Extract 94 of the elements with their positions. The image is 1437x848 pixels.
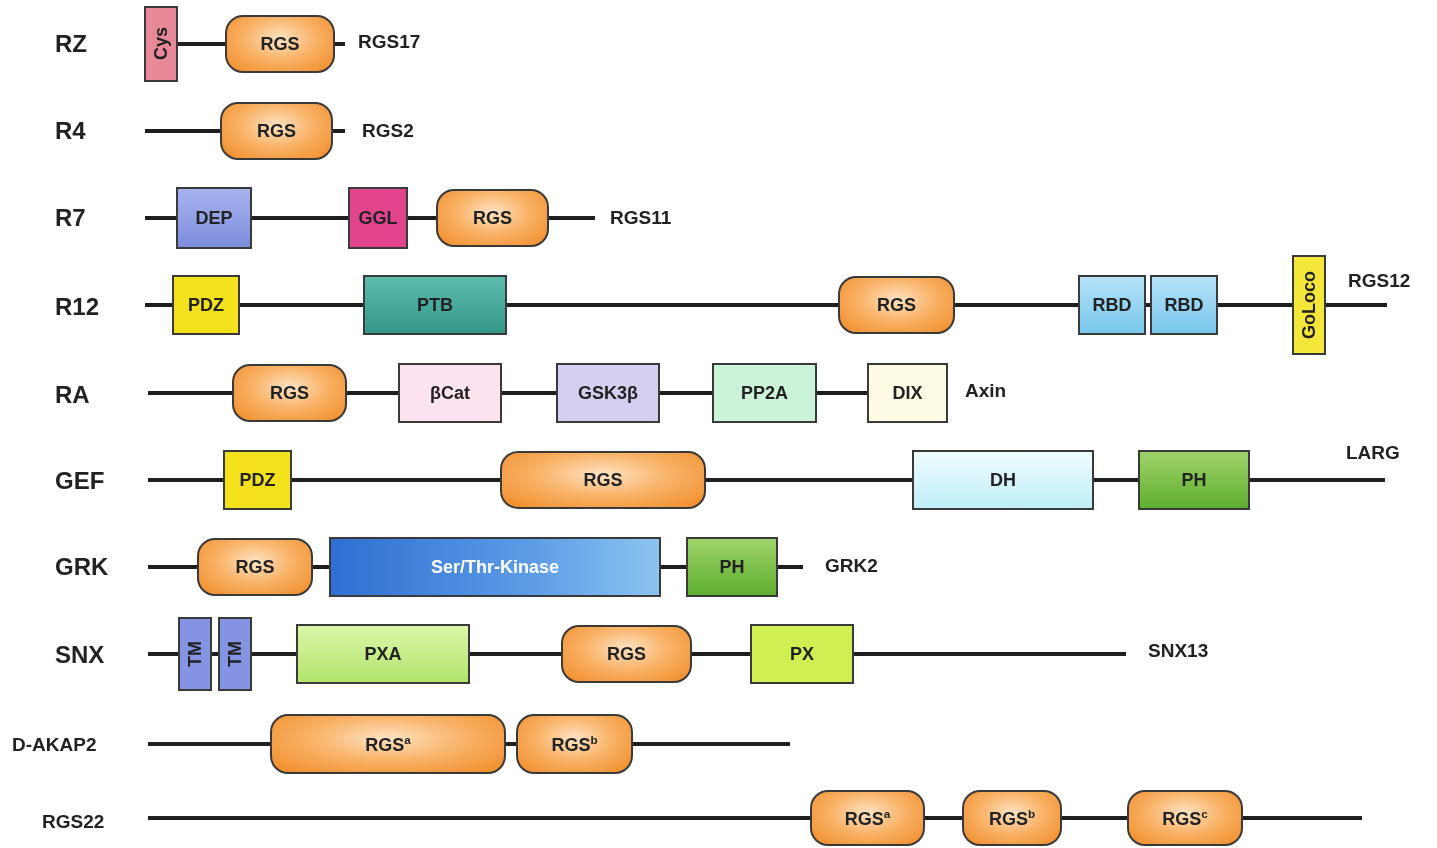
protein-backbone-line — [1243, 816, 1362, 820]
rgs-domain-box: RGS — [500, 451, 706, 509]
rgs-domain-box: RGS — [561, 625, 692, 683]
protein-name-label: RGS2 — [362, 120, 414, 142]
protein-name-label: RGS22 — [42, 811, 105, 833]
protein-name-label: GRK2 — [825, 555, 878, 577]
protein-backbone-line — [925, 816, 962, 820]
domain-box: βCat — [398, 363, 502, 423]
protein-backbone-line — [335, 42, 345, 46]
protein-backbone-line — [660, 391, 712, 395]
rgs-domain-box: RGS$^{b}$ — [516, 714, 633, 774]
domain-box: PDZ — [172, 275, 240, 335]
rgs-domain-box: RGS$^{a}$ — [270, 714, 506, 774]
family-label: GRK — [55, 553, 109, 581]
protein-name-label: SNX13 — [1148, 640, 1209, 662]
family-label: SNX — [55, 641, 105, 669]
family-label: R4 — [55, 117, 86, 145]
protein-backbone-line — [145, 303, 172, 307]
rgs-domain-box: RGS — [220, 102, 333, 160]
protein-backbone-line — [507, 303, 838, 307]
protein-backbone-line — [408, 216, 436, 220]
protein-backbone-line — [706, 478, 912, 482]
protein-backbone-line — [502, 391, 556, 395]
family-label: GEF — [55, 467, 105, 495]
protein-backbone-line — [1062, 816, 1127, 820]
domain-box: TM — [178, 617, 212, 691]
domain-box: PX — [750, 624, 854, 684]
rgs-domain-box: RGS — [436, 189, 549, 247]
protein-backbone-line — [145, 129, 220, 133]
domain-box: Ser/Thr-Kinase — [329, 537, 661, 597]
protein-backbone-line — [817, 391, 867, 395]
rgs-domain-box: RGS$^{a}$ — [810, 790, 925, 846]
protein-backbone-line — [854, 652, 1126, 656]
protein-backbone-line — [252, 652, 296, 656]
protein-backbone-line — [1250, 478, 1385, 482]
protein-backbone-line — [145, 216, 176, 220]
protein-backbone-line — [212, 652, 218, 656]
domain-box: DIX — [867, 363, 948, 423]
protein-backbone-line — [148, 565, 197, 569]
protein-backbone-line — [313, 565, 329, 569]
protein-backbone-line — [292, 478, 500, 482]
protein-backbone-line — [633, 742, 790, 746]
family-label: R12 — [55, 293, 100, 321]
domain-box: GoLoco — [1292, 255, 1326, 355]
protein-backbone-line — [506, 742, 516, 746]
rgs-domain-box: RGS — [225, 15, 335, 73]
domain-box: PH — [1138, 450, 1250, 510]
protein-backbone-line — [252, 216, 348, 220]
family-label: RA — [55, 381, 90, 409]
domain-box: PTB — [363, 275, 507, 335]
protein-backbone-line — [178, 42, 225, 46]
domain-box: RBD — [1150, 275, 1218, 335]
rgs-domain-box: RGS — [838, 276, 955, 334]
domain-box: RBD — [1078, 275, 1146, 335]
protein-backbone-line — [148, 391, 232, 395]
protein-backbone-line — [1146, 303, 1150, 307]
domain-box: DEP — [176, 187, 252, 249]
protein-backbone-line — [1326, 303, 1387, 307]
protein-backbone-line — [661, 565, 686, 569]
rgs-domain-box: RGS$^{b}$ — [962, 790, 1062, 846]
protein-name-label: RGS12 — [1348, 270, 1411, 292]
domain-box: PP2A — [712, 363, 817, 423]
domain-box: PH — [686, 537, 778, 597]
domain-box: TM — [218, 617, 252, 691]
protein-backbone-line — [692, 652, 750, 656]
protein-name-label: D-AKAP2 — [12, 734, 97, 756]
domain-box: DH — [912, 450, 1094, 510]
rgs-domain-box: RGS — [197, 538, 313, 596]
domain-box: Cys — [144, 6, 178, 82]
domain-box: PDZ — [223, 450, 292, 510]
protein-backbone-line — [148, 478, 223, 482]
protein-name-label: RGS11 — [610, 207, 672, 229]
protein-backbone-line — [148, 816, 810, 820]
protein-backbone-line — [1218, 303, 1292, 307]
family-label: R7 — [55, 204, 86, 232]
protein-name-label: LARG — [1346, 442, 1400, 464]
domain-box: PXA — [296, 624, 470, 684]
protein-backbone-line — [955, 303, 1078, 307]
protein-backbone-line — [148, 652, 178, 656]
protein-backbone-line — [347, 391, 398, 395]
domain-box: GGL — [348, 187, 408, 249]
protein-backbone-line — [148, 742, 270, 746]
protein-backbone-line — [1094, 478, 1138, 482]
protein-backbone-line — [778, 565, 803, 569]
protein-backbone-line — [240, 303, 363, 307]
rgs-domain-box: RGS$^{c}$ — [1127, 790, 1243, 846]
protein-name-label: Axin — [965, 380, 1007, 402]
family-label: RZ — [55, 30, 87, 58]
protein-backbone-line — [549, 216, 595, 220]
rgs-domain-box: RGS — [232, 364, 347, 422]
protein-name-label: RGS17 — [358, 31, 421, 53]
domain-box: GSK3β — [556, 363, 660, 423]
protein-backbone-line — [470, 652, 561, 656]
protein-backbone-line — [333, 129, 345, 133]
